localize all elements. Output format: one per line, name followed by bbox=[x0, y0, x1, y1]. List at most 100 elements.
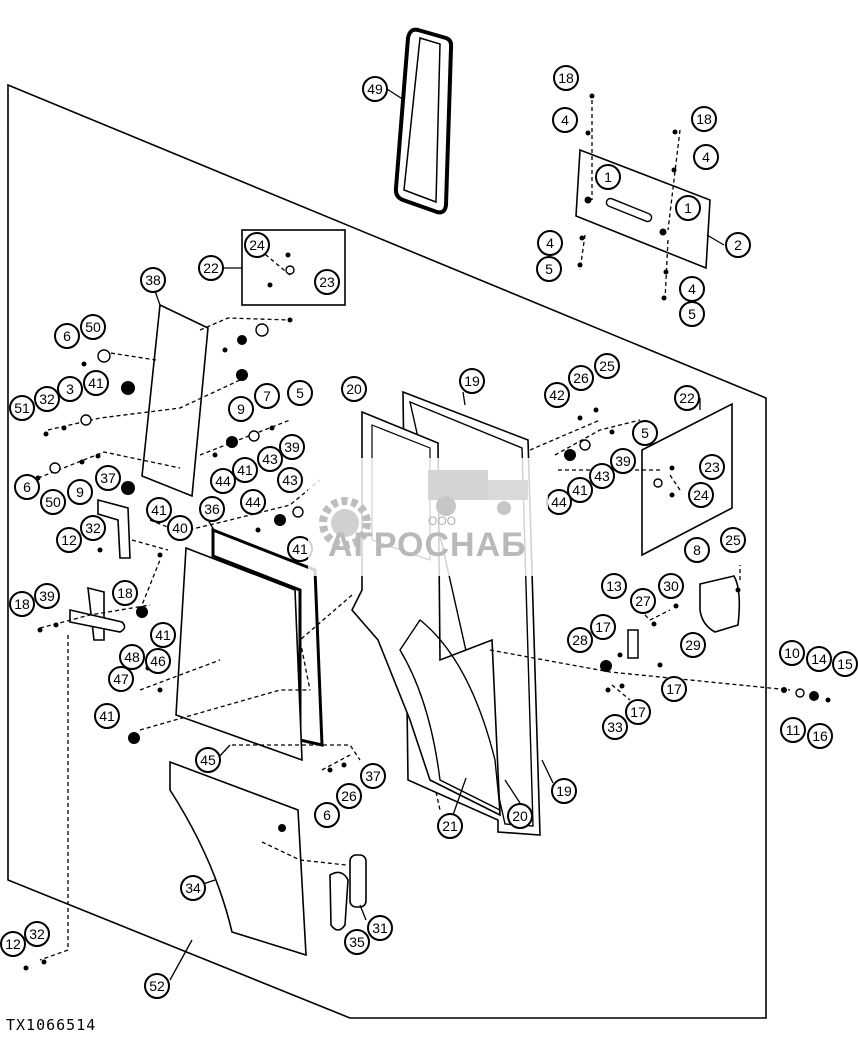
callout-11: 11 bbox=[780, 717, 806, 743]
callout-40: 40 bbox=[167, 515, 193, 541]
callout-23: 23 bbox=[314, 269, 340, 295]
callout-5: 5 bbox=[679, 301, 705, 327]
callout-41: 41 bbox=[567, 477, 593, 503]
svg-text:4: 4 bbox=[702, 149, 710, 165]
svg-text:47: 47 bbox=[113, 671, 129, 687]
callout-41: 41 bbox=[146, 497, 172, 523]
callout-1: 1 bbox=[595, 164, 621, 190]
callout-18: 18 bbox=[553, 65, 579, 91]
callout-5: 5 bbox=[536, 256, 562, 282]
svg-text:7: 7 bbox=[263, 388, 271, 404]
callout-20: 20 bbox=[507, 803, 533, 829]
callout-15: 15 bbox=[832, 651, 858, 677]
callout-44: 44 bbox=[210, 468, 236, 494]
svg-text:11: 11 bbox=[786, 722, 801, 738]
svg-text:12: 12 bbox=[61, 532, 77, 548]
callout-19: 19 bbox=[551, 778, 577, 804]
handle-grip bbox=[329, 871, 349, 931]
callout-43: 43 bbox=[257, 446, 283, 472]
callout-5: 5 bbox=[632, 420, 658, 446]
svg-text:41: 41 bbox=[237, 462, 253, 478]
callout-41: 41 bbox=[94, 703, 120, 729]
svg-text:10: 10 bbox=[784, 645, 800, 661]
upper-hinge bbox=[97, 498, 131, 559]
svg-text:41: 41 bbox=[151, 502, 167, 518]
callout-14: 14 bbox=[806, 646, 832, 672]
callout-39: 39 bbox=[610, 448, 636, 474]
callout-52: 52 bbox=[144, 973, 170, 999]
callout-43: 43 bbox=[277, 467, 303, 493]
callout-21: 21 bbox=[437, 813, 463, 839]
svg-text:41: 41 bbox=[155, 627, 171, 643]
svg-text:37: 37 bbox=[365, 768, 381, 784]
callout-43: 43 bbox=[589, 463, 615, 489]
callout-39: 39 bbox=[34, 583, 60, 609]
svg-text:5: 5 bbox=[688, 306, 696, 322]
svg-text:25: 25 bbox=[725, 532, 741, 548]
svg-text:44: 44 bbox=[551, 494, 567, 510]
callout-44: 44 bbox=[240, 489, 266, 515]
callout-1: 1 bbox=[675, 195, 701, 221]
svg-text:18: 18 bbox=[696, 111, 712, 127]
drawing-id: TX1066514 bbox=[6, 1016, 97, 1034]
callout-24: 24 bbox=[244, 232, 270, 258]
window-seal-inner bbox=[403, 37, 441, 204]
handle-bar bbox=[605, 197, 653, 223]
svg-text:45: 45 bbox=[200, 752, 216, 768]
watermark-prefix: ООО bbox=[428, 514, 457, 528]
callout-18: 18 bbox=[9, 591, 35, 617]
svg-text:41: 41 bbox=[572, 482, 588, 498]
svg-text:41: 41 bbox=[99, 708, 115, 724]
callout-27: 27 bbox=[630, 588, 656, 614]
svg-text:19: 19 bbox=[556, 783, 572, 799]
callout-44: 44 bbox=[546, 489, 572, 515]
callout-46: 46 bbox=[145, 648, 171, 674]
callout-4: 4 bbox=[537, 230, 563, 256]
svg-text:29: 29 bbox=[685, 637, 701, 653]
svg-text:23: 23 bbox=[704, 459, 720, 475]
svg-text:26: 26 bbox=[573, 370, 589, 386]
watermark: ООО АГРОСНАБ bbox=[308, 458, 548, 576]
callout-26: 26 bbox=[568, 365, 594, 391]
callout-19: 19 bbox=[459, 368, 485, 394]
callout-13: 13 bbox=[601, 573, 627, 599]
svg-text:43: 43 bbox=[262, 451, 278, 467]
callout-34: 34 bbox=[180, 875, 206, 901]
watermark-company: АГРОСНАБ bbox=[328, 526, 527, 564]
callout-17: 17 bbox=[661, 676, 687, 702]
fasteners bbox=[23, 93, 831, 971]
svg-text:23: 23 bbox=[319, 274, 335, 290]
svg-text:28: 28 bbox=[572, 632, 588, 648]
svg-text:12: 12 bbox=[5, 936, 21, 952]
callout-26: 26 bbox=[336, 783, 362, 809]
callout-6: 6 bbox=[314, 802, 340, 828]
callout-4: 4 bbox=[679, 276, 705, 302]
callout-12: 12 bbox=[0, 931, 26, 957]
svg-text:6: 6 bbox=[63, 328, 71, 344]
svg-text:41: 41 bbox=[88, 375, 104, 391]
svg-text:32: 32 bbox=[39, 391, 55, 407]
svg-text:44: 44 bbox=[245, 494, 261, 510]
svg-text:49: 49 bbox=[367, 81, 383, 97]
callout-9: 9 bbox=[228, 396, 254, 422]
svg-text:20: 20 bbox=[512, 808, 528, 824]
callout-6: 6 bbox=[14, 474, 40, 500]
callout-17: 17 bbox=[625, 699, 651, 725]
svg-text:5: 5 bbox=[296, 385, 304, 401]
callout-28: 28 bbox=[567, 627, 593, 653]
svg-text:39: 39 bbox=[39, 588, 55, 604]
svg-text:19: 19 bbox=[464, 373, 480, 389]
svg-text:13: 13 bbox=[606, 578, 622, 594]
svg-text:44: 44 bbox=[215, 473, 231, 489]
callout-48: 48 bbox=[119, 644, 145, 670]
svg-text:50: 50 bbox=[45, 494, 61, 510]
callout-49: 49 bbox=[362, 76, 388, 102]
callout-16: 16 bbox=[807, 723, 833, 749]
svg-text:32: 32 bbox=[29, 926, 45, 942]
svg-text:14: 14 bbox=[811, 651, 827, 667]
svg-text:42: 42 bbox=[549, 387, 565, 403]
svg-text:9: 9 bbox=[237, 401, 245, 417]
callout-36: 36 bbox=[199, 496, 225, 522]
callout-33: 33 bbox=[602, 714, 628, 740]
svg-text:16: 16 bbox=[812, 728, 828, 744]
